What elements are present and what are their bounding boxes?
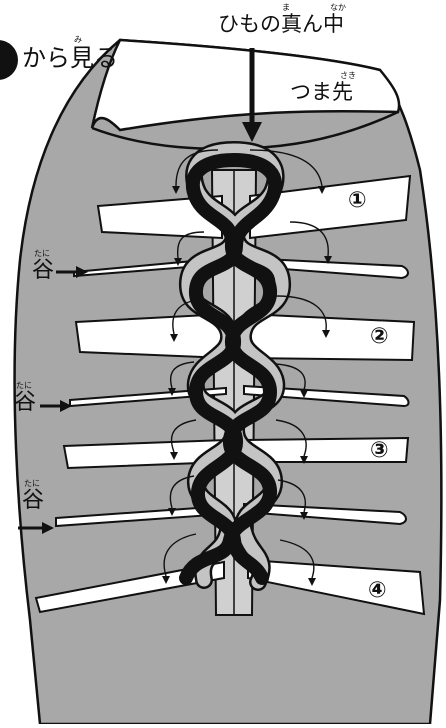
valley-label-3: 谷 xyxy=(22,490,44,512)
valley-ruby-1: たに xyxy=(34,250,50,258)
step-badge-icon xyxy=(0,40,18,80)
step-1-label: ① xyxy=(348,190,367,212)
valley-label-2: 谷 xyxy=(14,392,36,414)
lace-center-label: ひもの真ん中 xyxy=(218,14,344,35)
view-label-ruby: み xyxy=(74,36,82,44)
step-2-label: ② xyxy=(370,326,389,348)
lace-center-ruby-ma: ま xyxy=(282,4,290,12)
valley-label-1: 谷 xyxy=(32,260,54,282)
step-4-label: ④ xyxy=(368,580,387,602)
toe-ruby: さき xyxy=(340,72,356,80)
view-label: から見る xyxy=(22,46,118,70)
valley-ruby-2: たに xyxy=(16,382,32,390)
toe-label: つま先 xyxy=(290,82,353,103)
lace-center-ruby-naka: なか xyxy=(330,4,346,12)
step-3-label: ③ xyxy=(370,440,389,462)
valley-ruby-3: たに xyxy=(24,480,40,488)
